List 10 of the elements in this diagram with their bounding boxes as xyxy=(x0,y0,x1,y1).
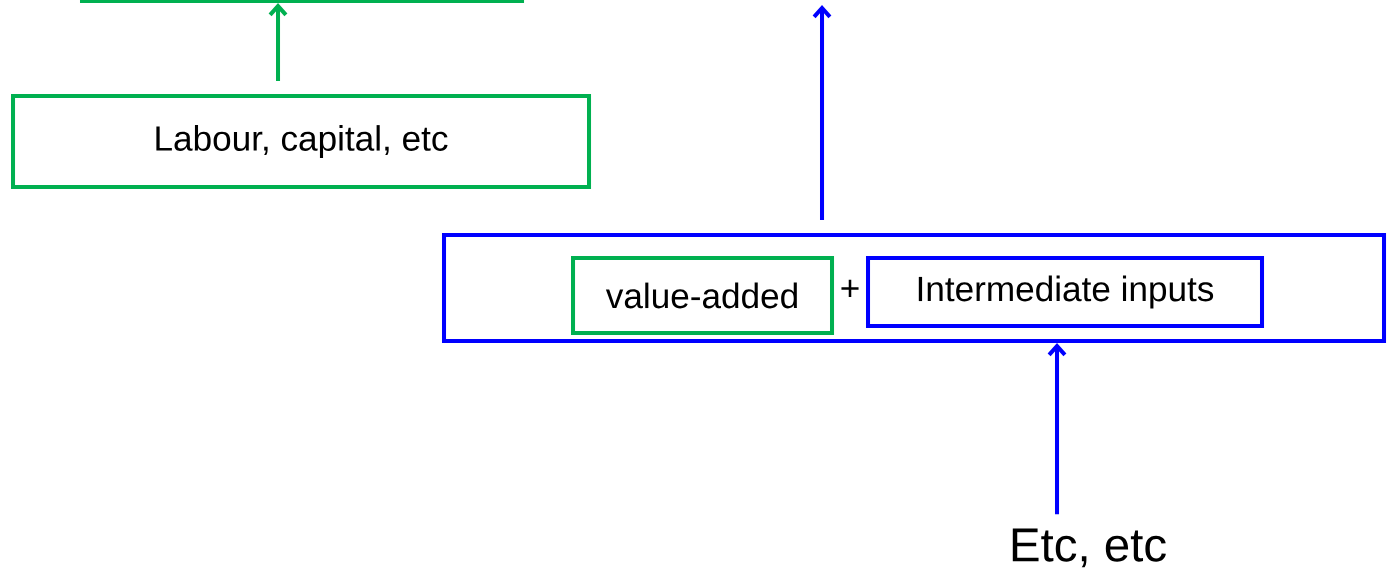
arrow xyxy=(268,3,288,81)
arrow xyxy=(1047,343,1067,515)
caption-text: Etc, etc xyxy=(1012,528,1166,568)
arrow xyxy=(812,5,832,220)
plus-sign: + xyxy=(841,279,859,298)
box xyxy=(80,0,525,3)
inner-box: Intermediate inputs xyxy=(866,255,1265,328)
text-box: Labour, capital, etc xyxy=(11,93,592,189)
outer-box xyxy=(442,232,1387,343)
inner-box: value-added xyxy=(571,255,835,335)
